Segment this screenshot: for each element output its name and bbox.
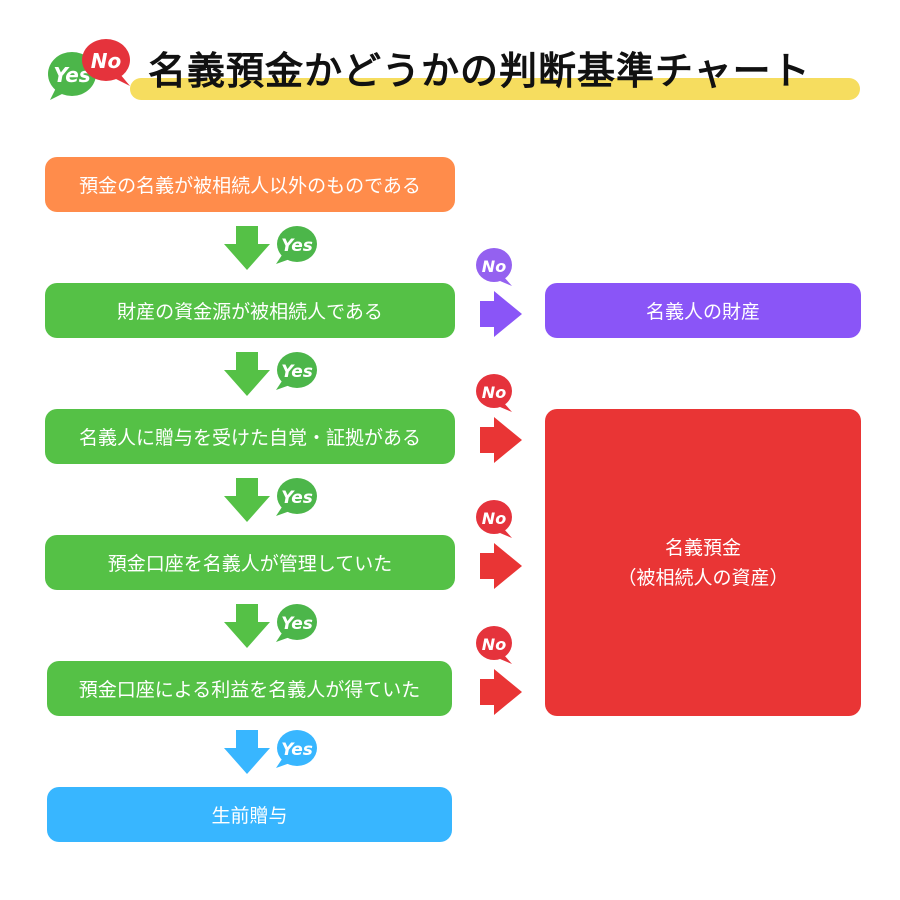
yes-bubble-icon: Yes [276, 352, 317, 390]
right-arrow-icon [480, 291, 522, 337]
down-arrow-icon [224, 352, 270, 396]
question-label-1: 預金の名義が被相続人以外のものである [79, 175, 421, 197]
svg-text:Yes: Yes [281, 362, 313, 382]
svg-text:Yes: Yes [281, 236, 313, 256]
question-label-3: 名義人に贈与を受けた自覚・証拠がある [78, 427, 421, 449]
question-label-2: 財産の資金源が被相続人である [117, 301, 383, 323]
yes-arrow-3: Yes [224, 478, 317, 522]
svg-text:No: No [482, 635, 506, 654]
yes-bubble-icon: Yes [276, 478, 317, 516]
question-label-4: 預金口座を名義人が管理していた [107, 553, 393, 575]
result-box-owner-asset: 名義人の財産 [545, 283, 861, 338]
result-label-gift: 生前贈与 [211, 805, 288, 827]
down-arrow-icon [224, 226, 270, 270]
no-arrow-1: No [476, 248, 522, 337]
down-arrow-icon [224, 604, 270, 648]
result-box-gift: 生前贈与 [47, 787, 452, 842]
no-arrow-3: No [476, 500, 522, 589]
title-highlight [130, 78, 860, 100]
svg-text:Yes: Yes [281, 740, 313, 760]
yes-bubble-icon: Yes [276, 730, 317, 768]
right-arrow-icon [480, 417, 522, 463]
yes-bubble-icon: Yes [276, 226, 317, 264]
result-label-nominee-line2: （被相続人の資産） [617, 566, 789, 589]
svg-text:No: No [482, 257, 506, 276]
page-title: 名義預金かどうかの判断基準チャート [148, 49, 811, 93]
no-bubble-icon: No [476, 248, 512, 286]
yes-arrow-5: Yes [224, 730, 317, 774]
question-box-4: 預金口座を名義人が管理していた [45, 535, 455, 590]
svg-text:No: No [482, 509, 506, 528]
svg-text:No: No [482, 383, 506, 402]
question-box-5: 預金口座による利益を名義人が得ていた [47, 661, 452, 716]
down-arrow-icon [224, 730, 270, 774]
yes-bubble-icon: Yes [276, 604, 317, 642]
question-box-3: 名義人に贈与を受けた自覚・証拠がある [45, 409, 455, 464]
yes-arrow-4: Yes [224, 604, 317, 648]
result-label-owner-asset: 名義人の財産 [645, 301, 760, 323]
no-bubble-icon: No [82, 39, 130, 86]
question-box-1: 預金の名義が被相続人以外のものである [45, 157, 455, 212]
no-bubble-icon: No [476, 500, 512, 538]
right-arrow-icon [480, 543, 522, 589]
yes-arrow-1: Yes [224, 226, 317, 270]
result-box-nominee-deposit: 名義預金 （被相続人の資産） [545, 409, 861, 716]
question-label-5: 預金口座による利益を名義人が得ていた [78, 679, 421, 701]
svg-text:Yes: Yes [281, 488, 313, 508]
no-arrow-4: No [476, 626, 522, 715]
svg-text:Yes: Yes [281, 614, 313, 634]
question-box-2: 財産の資金源が被相続人である [45, 283, 455, 338]
yes-arrow-2: Yes [224, 352, 317, 396]
no-arrow-2: No [476, 374, 522, 463]
svg-text:No: No [91, 49, 122, 73]
right-arrow-icon [480, 669, 522, 715]
down-arrow-icon [224, 478, 270, 522]
no-bubble-icon: No [476, 626, 512, 664]
no-bubble-icon: No [476, 374, 512, 412]
result-label-nominee-line1: 名義預金 [664, 536, 741, 559]
yes-no-logo: Yes No [48, 39, 130, 100]
